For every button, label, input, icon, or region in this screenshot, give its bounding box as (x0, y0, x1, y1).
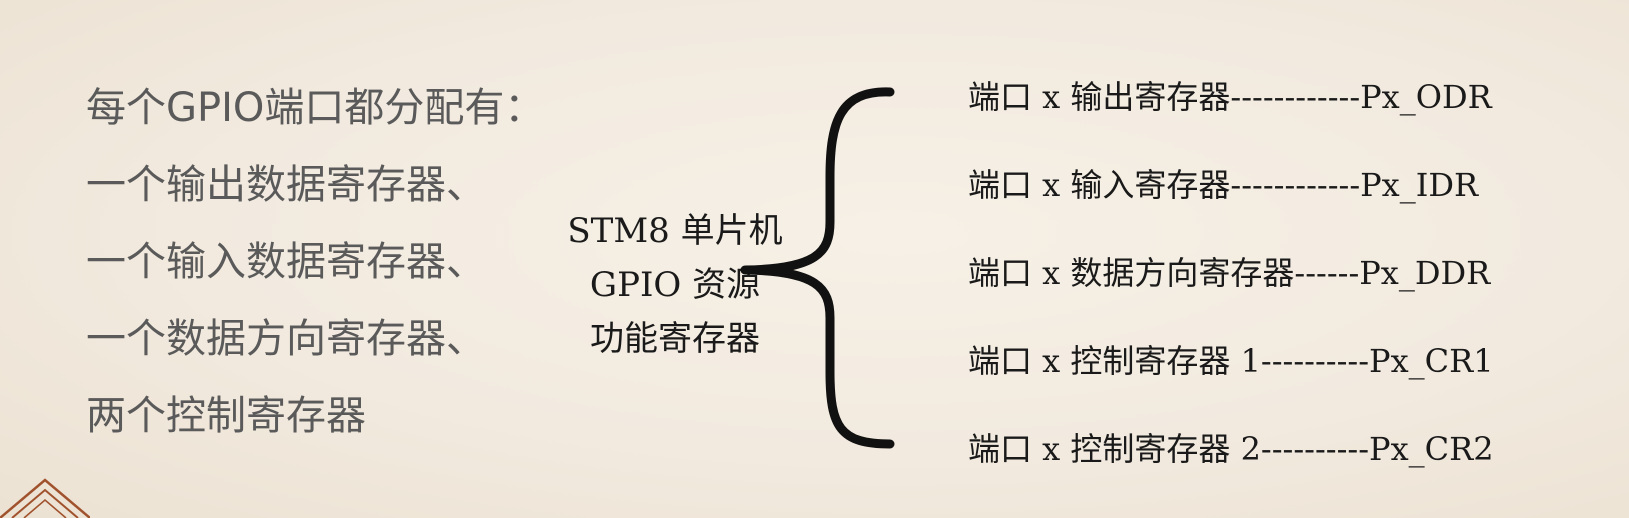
register-item-ddr: 端口 x 数据方向寄存器------Px_DDR (968, 254, 1491, 292)
register-item-odr: 端口 x 输出寄存器------------Px_ODR (968, 78, 1492, 116)
intro-line: 每个GPIO端口都分配有： (86, 85, 545, 131)
left-text-block: 每个GPIO端口都分配有： 一个输出数据寄存器、 一个输入数据寄存器、 一个数据… (86, 70, 566, 455)
data-direction-register-line: 一个数据方向寄存器、 (86, 316, 486, 362)
curly-brace (740, 87, 895, 449)
register-item-cr1: 端口 x 控制寄存器 1----------Px_CR1 (968, 342, 1494, 380)
input-data-register-line: 一个输入数据寄存器、 (86, 239, 486, 285)
control-registers-line: 两个控制寄存器 (86, 393, 366, 439)
center-label-line-1: STM8 单片机 (567, 211, 783, 251)
output-data-register-line: 一个输出数据寄存器、 (86, 162, 486, 208)
register-list: 端口 x 输出寄存器------------Px_ODR 端口 x 输入寄存器-… (968, 70, 1618, 510)
register-item-idr: 端口 x 输入寄存器------------Px_IDR (968, 166, 1479, 204)
corner-ornament-icon (0, 478, 90, 518)
curly-brace-path (740, 87, 895, 449)
center-label: STM8 单片机 GPIO 资源 功能寄存器 (560, 204, 790, 366)
register-item-cr2: 端口 x 控制寄存器 2----------Px_CR2 (968, 430, 1494, 468)
center-label-line-3: 功能寄存器 (590, 319, 760, 359)
center-label-line-2: GPIO 资源 (589, 265, 761, 305)
